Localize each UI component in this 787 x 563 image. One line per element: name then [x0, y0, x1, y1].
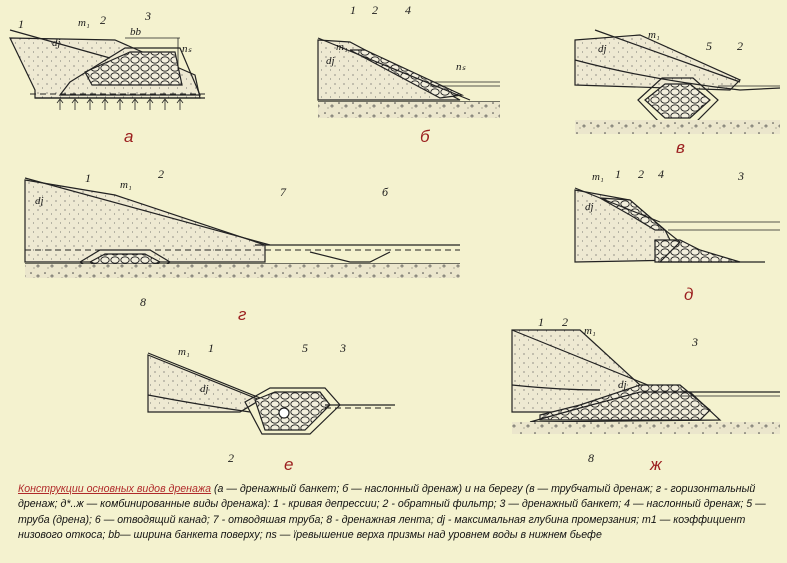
upward-arrows: [56, 98, 184, 110]
figure-caption: Конструкции основных видов дренажа (а — …: [18, 482, 778, 544]
label-m1-b: m₁: [336, 41, 348, 53]
label-1: 1: [18, 17, 24, 31]
label-m1-g: m₁: [120, 179, 132, 191]
label-ns: nₛ: [182, 43, 193, 55]
label-ns-b: nₛ: [456, 61, 467, 73]
label-m1-e: m₁: [178, 346, 190, 358]
label-4-d: 4: [658, 167, 664, 181]
panel-a: 1 m₁ 2 3 dj bb nₛ а: [9, 9, 205, 146]
label-5-e: 5: [302, 341, 308, 355]
label-3-e: 3: [339, 341, 346, 355]
label-6-g: б: [382, 185, 389, 199]
label-3-zh: 3: [691, 335, 698, 349]
label-1-g: 1: [85, 171, 91, 185]
label-1-d: 1: [615, 167, 621, 181]
label-7-g: 7: [280, 185, 287, 199]
label-2-e: 2: [228, 451, 234, 465]
label-1-b: 1: [350, 3, 356, 17]
label-4-b: 4: [405, 3, 411, 17]
caption-title: Конструкции основных видов дренажа: [18, 483, 212, 495]
label-3-d: 3: [737, 169, 744, 183]
label-dj-v: dj: [598, 43, 607, 55]
label-2-zh: 2: [562, 315, 568, 329]
panel-label-g: г: [238, 305, 246, 324]
label-dj-b: dj: [326, 55, 335, 67]
panel-v: m₁ dj 5 2 в: [574, 29, 781, 157]
panel-label-v: в: [676, 138, 685, 157]
panel-label-b: б: [420, 127, 431, 146]
label-bb: bb: [130, 26, 142, 38]
label-2-b: 2: [372, 3, 378, 17]
label-2-g: 2: [158, 167, 164, 181]
panel-label-e: е: [284, 455, 293, 474]
panel-e: m₁ 1 dj 5 3 2 е: [147, 341, 395, 474]
panel-d: m₁ 1 2 4 3 dj д: [574, 167, 780, 304]
label-m1-d: m₁: [592, 171, 604, 183]
label-dj-d: dj: [585, 201, 594, 213]
label-m1: m₁: [78, 17, 90, 29]
label-1-zh: 1: [538, 315, 544, 329]
label-m1-zh: m₁: [584, 325, 596, 337]
label-1-e: 1: [208, 341, 214, 355]
label-8-zh: 8: [588, 451, 594, 465]
panel-label-a: а: [124, 127, 133, 146]
label-2: 2: [100, 13, 106, 27]
label-5-v: 5: [706, 39, 712, 53]
caption-body: (а — дренажный банкет; б — наслонный дре…: [18, 483, 766, 542]
label-m1-v: m₁: [648, 29, 660, 41]
label-dj-g: dj: [35, 195, 44, 207]
label-3: 3: [144, 9, 151, 23]
label-dj-e: dj: [200, 383, 209, 395]
label-dj-zh: dj: [618, 379, 627, 391]
label-dj: dj: [52, 37, 61, 49]
panel-g: 1 m₁ 2 dj 7 б 8 г: [24, 167, 460, 324]
panel-label-zh: ж: [649, 455, 663, 474]
label-8-g: 8: [140, 295, 146, 309]
panel-zh: 1 2 m₁ 3 dj 8 ж: [511, 315, 780, 474]
label-2-d: 2: [638, 167, 644, 181]
label-2-v: 2: [737, 39, 743, 53]
panel-b: 1 2 4 m₁ dj nₛ б: [317, 3, 500, 146]
panel-label-d: д: [684, 285, 693, 304]
